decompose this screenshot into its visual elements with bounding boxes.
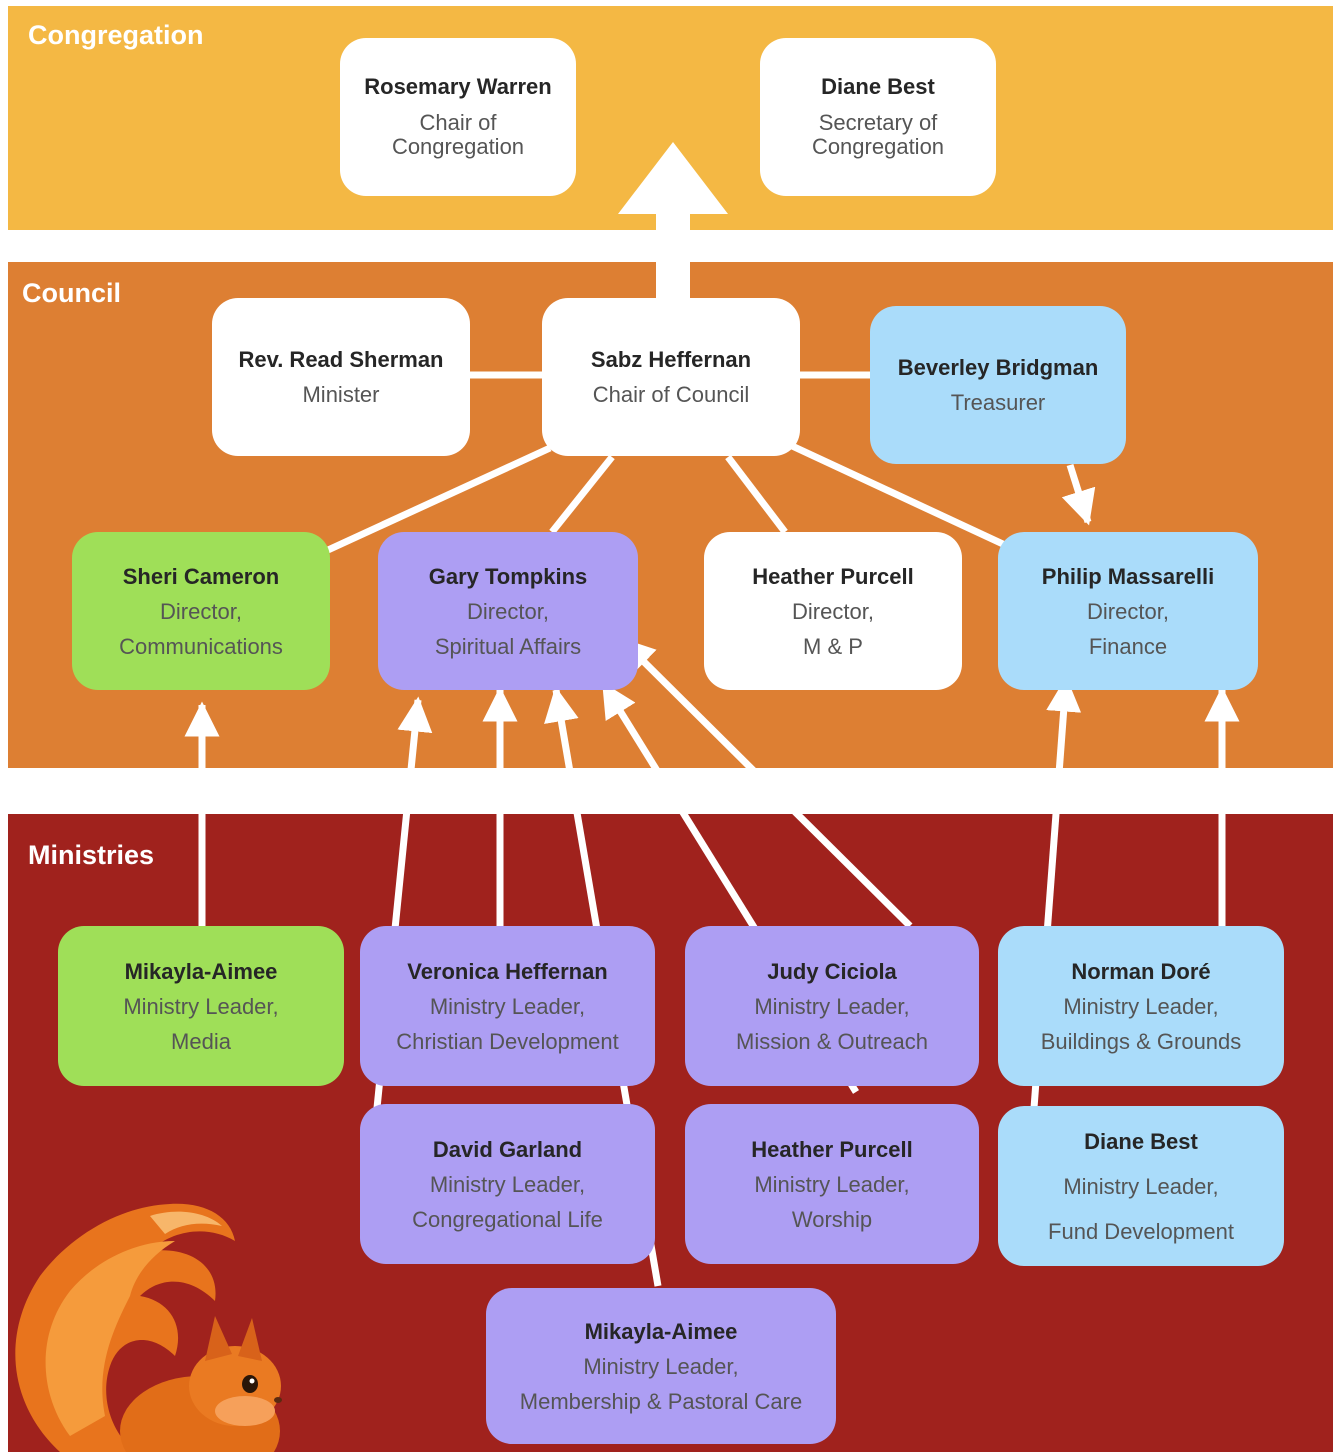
- congregation-label: Congregation: [28, 20, 204, 50]
- role-line: Congregation: [811, 134, 945, 159]
- role-line: Chair of: [419, 110, 497, 135]
- person-name: Heather Purcell: [751, 1136, 913, 1162]
- person-name: Rosemary Warren: [364, 74, 552, 99]
- person-name: Sheri Cameron: [122, 563, 280, 589]
- ministries-label: Ministries: [28, 840, 155, 870]
- person-name: Heather Purcell: [752, 563, 914, 589]
- role-line: Spiritual Affairs: [434, 633, 582, 659]
- person-name: Beverley Bridgman: [897, 355, 1099, 380]
- role-line: Director,: [792, 598, 874, 624]
- person-name: Gary Tompkins: [428, 563, 588, 589]
- role-line: Media: [171, 1028, 231, 1054]
- role-line: Director,: [467, 598, 549, 624]
- card-gary-tompkins: Gary Tompkins Director, Spiritual Affair…: [378, 532, 638, 690]
- person-name: David Garland: [432, 1136, 583, 1162]
- card-veronica-heffernan: Veronica Heffernan Ministry Leader, Chri…: [360, 926, 655, 1086]
- role-line: Christian Development: [396, 1028, 619, 1054]
- link-chair-philip: [788, 441, 1007, 549]
- role-line: Membership & Pastoral Care: [519, 1388, 803, 1414]
- card-norman-dore: Norman Doré Ministry Leader, Buildings &…: [998, 926, 1284, 1086]
- link-chair-gary: [549, 454, 615, 535]
- role-line: Minister: [302, 382, 380, 407]
- role-line: Ministry Leader,: [754, 1171, 910, 1197]
- card-heather-purcell-director: Heather Purcell Director, M & P: [704, 532, 962, 690]
- person-name: Mikayla-Aimee: [584, 1318, 738, 1344]
- role-line: Treasurer: [950, 390, 1046, 415]
- role-line: Ministry Leader,: [754, 993, 910, 1019]
- card-david-garland: David Garland Ministry Leader, Congregat…: [360, 1104, 655, 1264]
- role-line: Communications: [119, 633, 283, 659]
- link-chair-heather: [725, 454, 788, 535]
- person-name: Rev. Read Sherman: [238, 347, 444, 372]
- link-chair-sheri: [326, 444, 552, 554]
- person-name: Sabz Heffernan: [590, 347, 752, 372]
- squirrel-icon: [15, 1203, 282, 1452]
- role-line: Secretary of: [818, 110, 938, 135]
- card-beverley-bridgman: Beverley Bridgman Treasurer: [870, 306, 1126, 464]
- card-sabz-heffernan: Sabz Heffernan Chair of Council: [542, 298, 800, 456]
- card-diane-best-secretary: Diane Best Secretary of Congregation: [760, 38, 996, 196]
- person-name: Norman Doré: [1071, 958, 1211, 984]
- role-line: Ministry Leader,: [1063, 993, 1219, 1019]
- role-line: Director,: [1087, 598, 1169, 624]
- role-line: Mission & Outreach: [736, 1028, 928, 1054]
- person-name: Judy Ciciola: [767, 958, 897, 984]
- role-line: Ministry Leader,: [429, 1171, 586, 1197]
- role-line: Ministry Leader,: [583, 1353, 739, 1379]
- role-line: Congregational Life: [412, 1206, 603, 1232]
- card-rosemary-warren: Rosemary Warren Chair of Congregation: [340, 38, 576, 196]
- card-mikayla-aimee-membership: Mikayla-Aimee Ministry Leader, Membershi…: [486, 1288, 836, 1444]
- role-line: Ministry Leader,: [429, 993, 586, 1019]
- card-read-sherman: Rev. Read Sherman Minister: [212, 298, 470, 456]
- role-line: Fund Development: [1048, 1218, 1234, 1244]
- person-name: Veronica Heffernan: [407, 958, 608, 984]
- role-line: Director,: [160, 598, 242, 624]
- role-line: Ministry Leader,: [123, 993, 279, 1019]
- card-philip-massarelli: Philip Massarelli Director, Finance: [998, 532, 1258, 690]
- arrow-council-to-congregation: [618, 142, 728, 298]
- arrow-treasurer-philip: [1061, 463, 1096, 526]
- card-diane-best-fund: Diane Best Ministry Leader, Fund Develop…: [998, 1106, 1284, 1266]
- role-line: Worship: [791, 1206, 873, 1232]
- person-name: Diane Best: [1084, 1128, 1198, 1154]
- role-line: M & P: [803, 633, 863, 659]
- card-sheri-cameron: Sheri Cameron Director, Communications: [72, 532, 330, 690]
- person-name: Diane Best: [821, 74, 935, 99]
- role-line: Congregation: [391, 134, 525, 159]
- role-line: Chair of Council: [592, 382, 750, 407]
- arrow-judy-gary: [619, 637, 913, 929]
- card-judy-ciciola: Judy Ciciola Ministry Leader, Mission & …: [685, 926, 979, 1086]
- card-heather-purcell-worship: Heather Purcell Ministry Leader, Worship: [685, 1104, 979, 1264]
- card-mikayla-aimee-media: Mikayla-Aimee Ministry Leader, Media: [58, 926, 344, 1086]
- role-line: Ministry Leader,: [1063, 1173, 1219, 1199]
- person-name: Philip Massarelli: [1041, 563, 1215, 589]
- role-line: Buildings & Grounds: [1040, 1028, 1242, 1054]
- person-name: Mikayla-Aimee: [124, 958, 278, 984]
- role-line: Finance: [1088, 633, 1168, 659]
- council-label: Council: [22, 278, 121, 308]
